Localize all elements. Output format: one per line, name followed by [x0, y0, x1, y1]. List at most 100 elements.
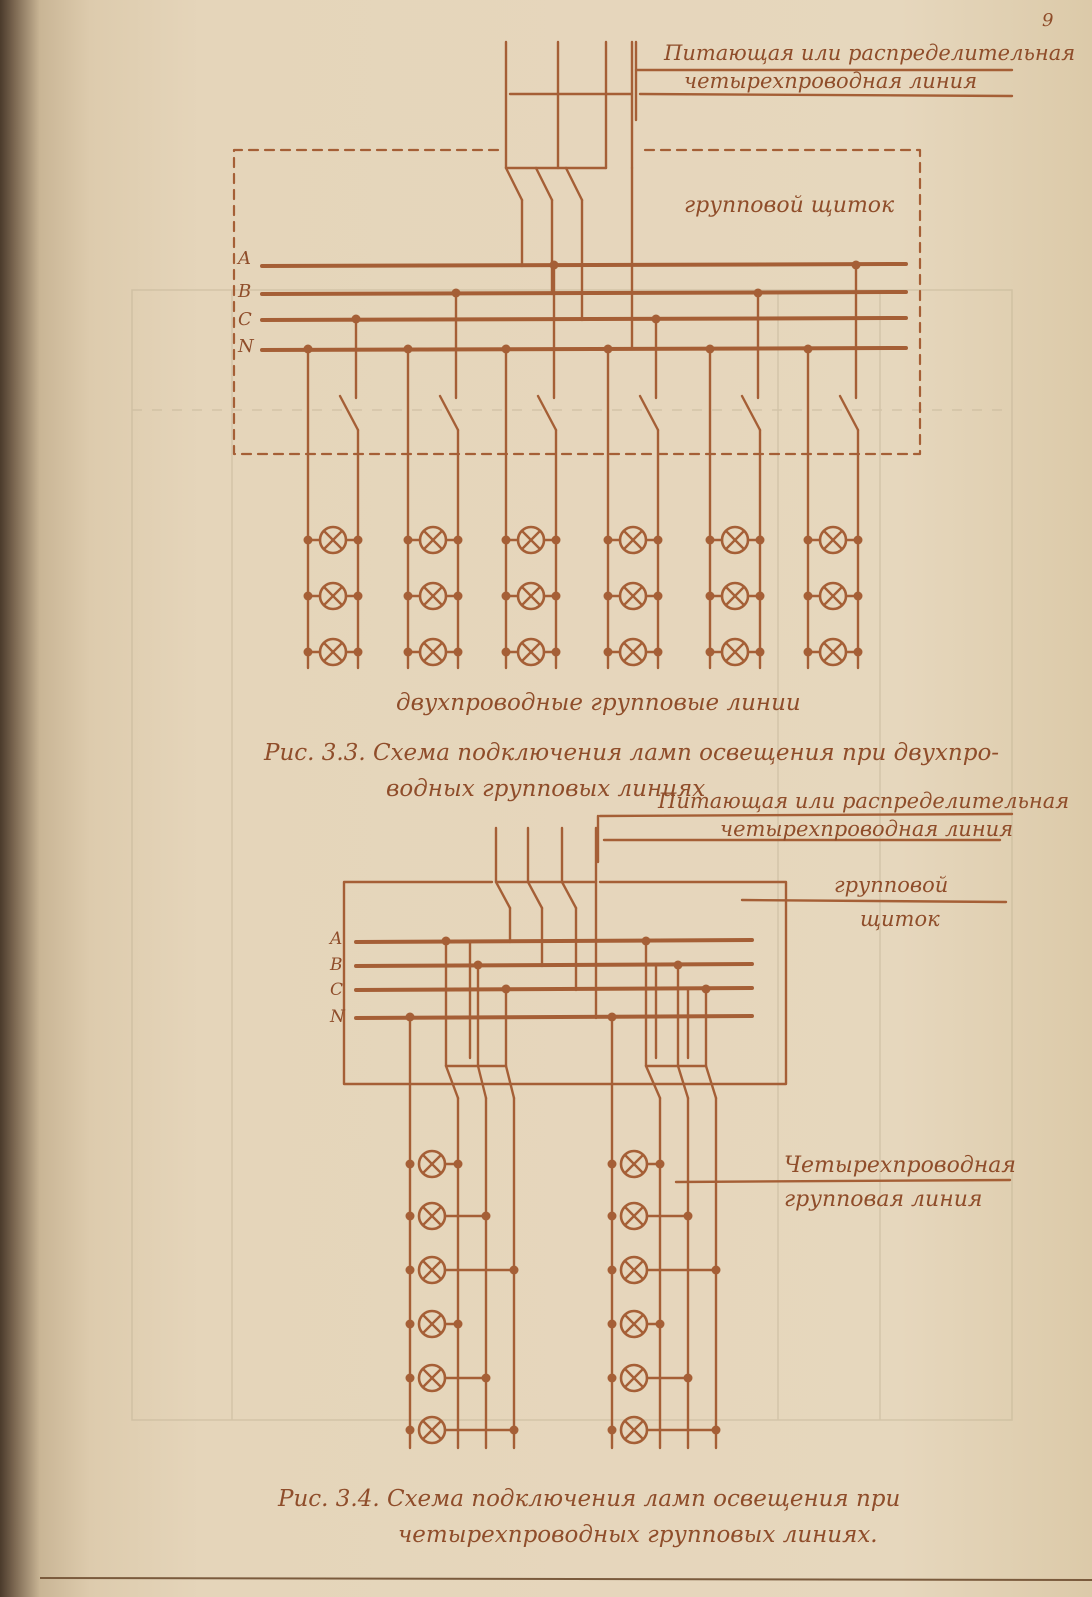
lamp-icon	[516, 525, 546, 555]
switch-blade	[536, 394, 558, 432]
junction-dot	[473, 960, 483, 970]
lamp-icon	[417, 1149, 447, 1179]
junction-dot	[405, 1373, 415, 1383]
junction-dot	[405, 1319, 415, 1329]
lamp-icon	[417, 1201, 447, 1231]
lamp-icon	[418, 637, 448, 667]
fig33-group-line	[803, 260, 863, 670]
junction-dot	[651, 314, 661, 324]
junction-dot	[481, 1373, 491, 1383]
fig34-group-line-label-1: Четырехпроводная	[784, 1153, 1016, 1178]
fig33-group-lines	[303, 260, 863, 670]
junction-dot	[403, 535, 413, 545]
junction-dot	[607, 1012, 617, 1022]
lamp-icon	[720, 525, 750, 555]
fig34-supply-line-label-1: Питающая или распределительная	[657, 789, 1069, 813]
junction-dot	[853, 591, 863, 601]
lamp-icon	[818, 581, 848, 611]
junction-dot	[453, 535, 463, 545]
fig33-group-line	[501, 260, 561, 670]
junction-dot	[501, 984, 511, 994]
fig33-bus-label-c: C	[238, 309, 252, 330]
fig33-group-line	[603, 314, 663, 670]
junction-dot	[509, 1425, 519, 1435]
junction-dot	[405, 1159, 415, 1169]
junction-dot	[453, 591, 463, 601]
junction-dot	[451, 288, 461, 298]
fig33-bus-label-a: A	[236, 248, 251, 269]
fig34-busbars	[354, 938, 754, 1020]
fig33-panel-outline	[232, 148, 922, 456]
junction-dot	[501, 344, 511, 354]
lamp-icon	[618, 637, 648, 667]
bleed-through-table	[131, 289, 1013, 1421]
lamp-icon	[618, 525, 648, 555]
fig34-caption-line-1: Рис. 3.4. Схема подключения ламп освещен…	[277, 1486, 900, 1512]
junction-dot	[603, 535, 613, 545]
junction-dot	[303, 344, 313, 354]
junction-dot	[701, 984, 711, 994]
lamp-icon	[619, 1363, 649, 1393]
junction-dot	[803, 647, 813, 657]
fig33-supply-line	[504, 40, 1014, 170]
lamp-icon	[818, 525, 848, 555]
switch-blade	[740, 394, 762, 432]
junction-dot	[803, 344, 813, 354]
junction-dot	[303, 591, 313, 601]
fig34-bus-label-c: C	[330, 980, 343, 1000]
junction-dot	[673, 960, 683, 970]
junction-dot	[653, 535, 663, 545]
junction-dot	[403, 344, 413, 354]
lamp-icon	[720, 637, 750, 667]
junction-dot	[353, 591, 363, 601]
lamp-icon	[417, 1415, 447, 1445]
fig34-supply-line	[494, 812, 1014, 884]
junction-dot	[405, 1425, 415, 1435]
figure-3-3: Питающая или распределительная четырехпр…	[232, 40, 1075, 802]
fig33-busbars	[260, 262, 908, 352]
junction-dot	[551, 535, 561, 545]
junction-dot	[711, 1265, 721, 1275]
junction-dot	[551, 647, 561, 657]
junction-dot	[453, 647, 463, 657]
junction-dot	[655, 1159, 665, 1169]
junction-dot	[481, 1211, 491, 1221]
fig33-bus-label-n: N	[237, 336, 255, 357]
fig33-panel-label: групповой щиток	[684, 193, 895, 218]
fig34-supply-line-label-2: четырехпроводная линия	[720, 817, 1013, 841]
junction-dot	[755, 535, 765, 545]
junction-dot	[655, 1319, 665, 1329]
junction-dot	[509, 1265, 519, 1275]
junction-dot	[603, 647, 613, 657]
junction-dot	[683, 1373, 693, 1383]
lamp-icon	[619, 1255, 649, 1285]
lamp-icon	[318, 637, 348, 667]
fig34-group-line-label-2: групповая линия	[784, 1187, 982, 1212]
junction-dot	[403, 591, 413, 601]
fig33-caption-line-2: водных групповых линиях	[386, 776, 705, 802]
lamp-icon	[318, 581, 348, 611]
junction-dot	[405, 1211, 415, 1221]
switch-blade	[476, 1064, 488, 1100]
junction-dot	[405, 1012, 415, 1022]
junction-dot	[653, 647, 663, 657]
junction-dot	[853, 535, 863, 545]
junction-dot	[607, 1425, 617, 1435]
junction-dot	[803, 591, 813, 601]
junction-dot	[851, 260, 861, 270]
junction-dot	[705, 535, 715, 545]
junction-dot	[683, 1211, 693, 1221]
switch-blade	[676, 1064, 690, 1100]
lamp-icon	[619, 1415, 649, 1445]
junction-dot	[803, 535, 813, 545]
junction-dot	[303, 647, 313, 657]
junction-dot	[753, 288, 763, 298]
fig34-bus-label-b: B	[329, 955, 343, 975]
fig33-group-lines-label: двухпроводные групповые линии	[396, 690, 801, 716]
junction-dot	[603, 591, 613, 601]
junction-dot	[501, 591, 511, 601]
junction-dot	[303, 535, 313, 545]
figure-3-4: Питающая или распределительная четырехпр…	[277, 789, 1069, 1548]
fig34-caption-line-2: четырехпроводных групповых линиях.	[398, 1522, 878, 1548]
